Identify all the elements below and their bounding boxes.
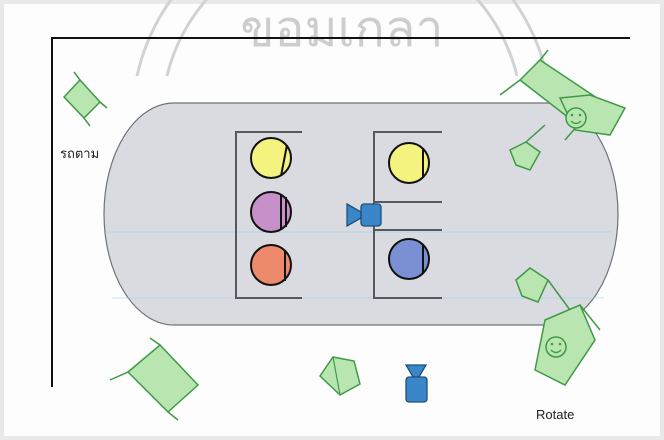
- diagram-canvas: ขอมเกลา: [4, 0, 660, 436]
- chase-camera-icon: [62, 71, 108, 127]
- person-icon: [545, 336, 567, 358]
- camera-bottom-left: [109, 337, 200, 421]
- studio-layout: [51, 37, 630, 421]
- seat-salmon: [250, 244, 292, 286]
- seat-yellow-right: [388, 142, 430, 184]
- seat-yellow-left: [250, 137, 292, 179]
- studio-wall: [51, 37, 630, 387]
- seat-purple: [250, 191, 292, 233]
- camera-stand-icon: [404, 364, 428, 403]
- monitor-box-icon: [319, 356, 361, 396]
- seat-blue: [388, 238, 430, 280]
- rotate-label: Rotate: [536, 407, 575, 422]
- video-camera-icon: [346, 202, 382, 228]
- chase-car-label: รถตาม: [60, 146, 100, 161]
- person-icon: [565, 107, 587, 129]
- seat-rail-left: [235, 131, 302, 299]
